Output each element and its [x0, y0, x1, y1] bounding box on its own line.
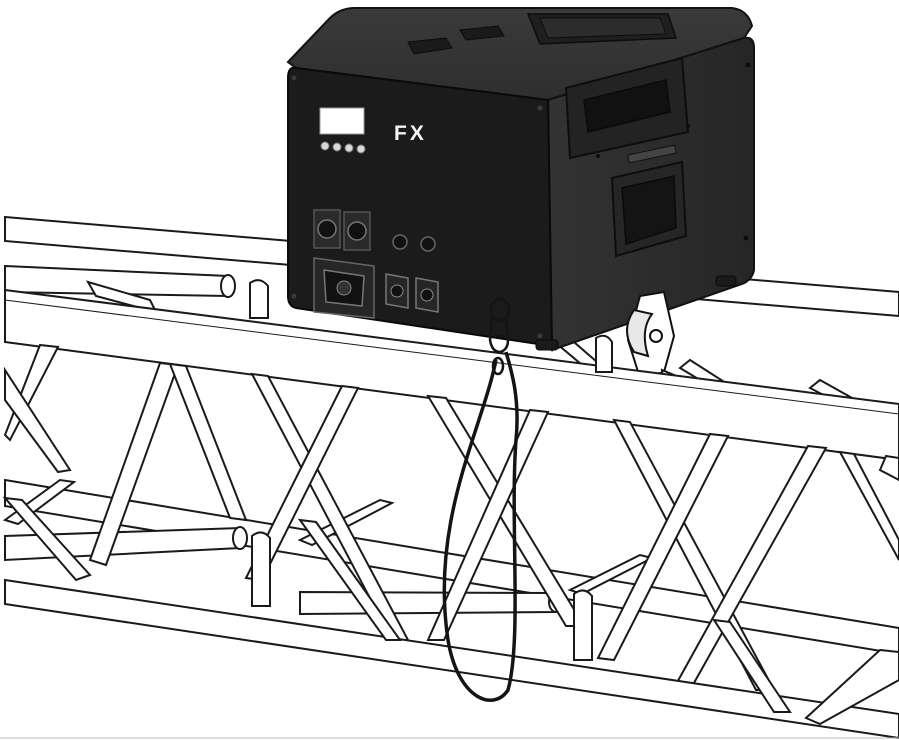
top-display-window: [539, 17, 667, 39]
side-handle-top: [564, 56, 690, 160]
truss-diagonal: [2, 496, 92, 582]
side-handle-lower: [610, 160, 688, 258]
truss-diagonal: [878, 454, 899, 482]
fuse-holders: [392, 234, 436, 252]
truss-chord-highlight: [4, 299, 899, 415]
front-control-buttons: [320, 141, 366, 154]
truss-cross-tube: [299, 590, 561, 616]
enter-button: [356, 144, 366, 154]
front-screws: [291, 75, 543, 339]
truss-diagonal: [711, 618, 792, 713]
truss-diagonal: [838, 450, 899, 561]
truss-tube-end: [232, 526, 248, 550]
truss-post: [595, 334, 613, 373]
truss-diagonal: [297, 518, 402, 641]
down-button: [344, 143, 354, 153]
fx-device: FX: [286, 7, 755, 352]
truss-post: [249, 279, 269, 319]
truss-diagonal: [804, 648, 899, 726]
power-inlet-connector: [313, 257, 375, 319]
truss-post: [251, 531, 271, 607]
safety-cable-loop: [442, 351, 519, 702]
truss-lower-back-chord: [4, 478, 899, 656]
side-label: [627, 144, 677, 164]
device-feet: [535, 275, 737, 351]
truss-diagonal: [596, 432, 730, 662]
truss-diagonal: [4, 366, 72, 474]
top-latch-left: [407, 37, 453, 55]
power-outlet-connectors: [385, 273, 439, 313]
brand-label: FX: [394, 122, 427, 145]
up-button: [332, 142, 342, 152]
menu-button: [320, 141, 330, 151]
truss-diagonal: [168, 362, 248, 522]
front-display: [319, 107, 365, 135]
xlr-connectors: [313, 209, 371, 251]
truss-diagonal: [426, 408, 550, 641]
truss-lower-diagonals: [2, 496, 899, 726]
truss-tube-end: [220, 274, 236, 298]
safety-cable: [442, 297, 519, 702]
truss-post: [573, 589, 593, 661]
safety-cable-hook: [488, 297, 511, 376]
top-latch-right: [459, 25, 505, 41]
